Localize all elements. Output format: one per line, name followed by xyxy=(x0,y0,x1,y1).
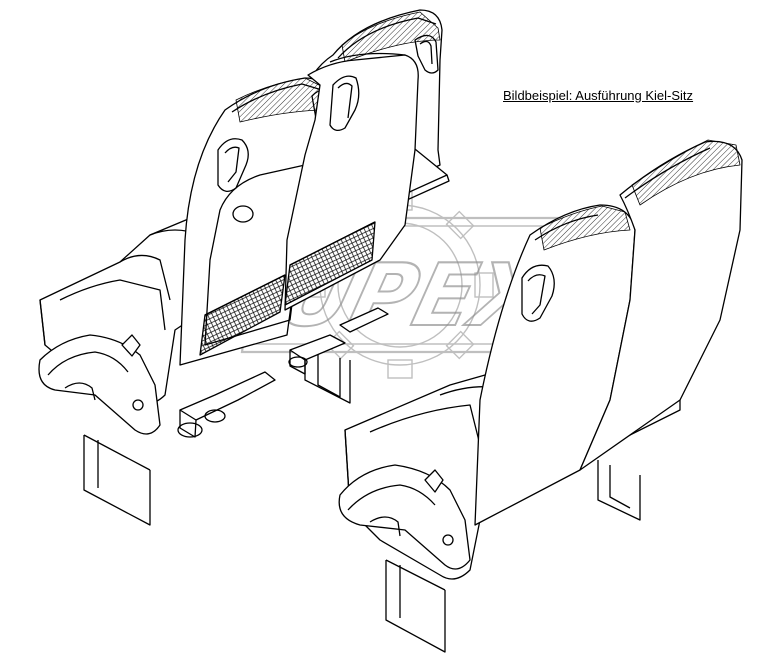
seat-legs xyxy=(83,345,351,526)
front-left-backrest xyxy=(474,204,636,526)
footrests xyxy=(177,307,389,438)
near-right-backrest xyxy=(284,52,419,311)
front-seat-legs xyxy=(385,460,641,653)
front-armrest xyxy=(338,464,471,570)
rear-armrest-left xyxy=(38,334,161,435)
rear-seat-pair xyxy=(38,9,450,526)
front-seat-pair xyxy=(338,139,743,653)
front-right-backrest xyxy=(579,139,743,471)
caption-text: Bildbeispiel: Ausführung Kiel-Sitz xyxy=(503,88,694,103)
